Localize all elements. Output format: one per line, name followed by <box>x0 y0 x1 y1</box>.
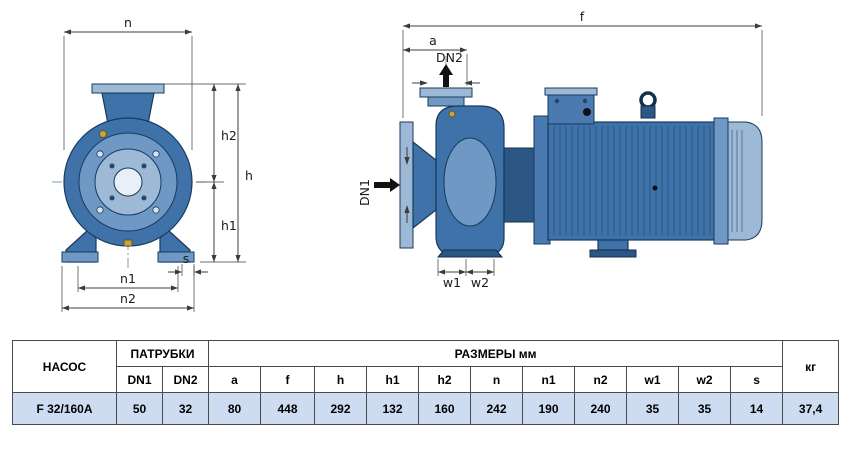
cell-dn2: 32 <box>161 392 210 425</box>
cell-h1: 132 <box>366 392 420 425</box>
header-sizes: РАЗМЕРЫ мм <box>208 340 784 367</box>
cell-h2: 160 <box>418 392 472 425</box>
dim-h: h <box>235 84 253 262</box>
side-casing-cover <box>443 137 497 227</box>
dim-w1: w1 <box>437 259 467 290</box>
subheader-dn2: DN2 <box>161 366 210 393</box>
fan-cover <box>727 121 763 241</box>
subheader-n2: n2 <box>574 366 628 393</box>
subheader-w1: w1 <box>626 366 680 393</box>
dim-label-h2: h2 <box>221 128 237 143</box>
cell-model: F 32/160A <box>12 392 117 425</box>
dim-a: a <box>403 33 468 86</box>
pump-side-view: f a DN2 DN1 <box>357 9 763 290</box>
motor-ribs <box>553 126 711 236</box>
cell-w1: 35 <box>626 392 680 425</box>
subheader-a: a <box>208 366 262 393</box>
cell-a: 80 <box>208 392 262 425</box>
subheader-n: n <box>470 366 524 393</box>
subheader-s: s <box>730 366 784 393</box>
subheader-f: f <box>260 366 316 393</box>
cell-dn1: 50 <box>116 392 163 425</box>
terminal-box <box>544 87 598 125</box>
header-ports: ПАТРУБКИ <box>115 340 210 367</box>
dn2-flow-arrow <box>439 64 453 75</box>
motor <box>533 87 763 258</box>
dim-label-dn2: DN2 <box>436 50 463 65</box>
header-pump: НАСОС <box>12 340 117 393</box>
table-data-row: F 32/160A 50 32 80 448 292 132 160 242 1… <box>12 392 840 425</box>
vent-plug <box>99 130 107 138</box>
dim-label-n2: n2 <box>120 291 136 306</box>
subheader-w2: w2 <box>678 366 732 393</box>
drain-hole <box>652 185 658 191</box>
discharge-flange <box>419 87 473 107</box>
motor-foot <box>589 239 637 258</box>
pump-front-view: n h2 h1 h <box>52 15 253 312</box>
cell-w2: 35 <box>678 392 732 425</box>
subheader-n1: n1 <box>522 366 576 393</box>
subheader-h1: h1 <box>366 366 420 393</box>
dim-n2: n2 <box>61 266 195 312</box>
subheader-h2: h2 <box>418 366 472 393</box>
cell-n1: 190 <box>522 392 576 425</box>
table-header-row-1: НАСОС ПАТРУБКИ РАЗМЕРЫ мм кг <box>12 340 840 393</box>
dim-label-n1: n1 <box>120 271 136 286</box>
cell-s: 14 <box>730 392 784 425</box>
cell-h: 292 <box>314 392 368 425</box>
dim-h1: h1 <box>200 182 246 263</box>
front-bolts <box>96 150 160 214</box>
cable-gland <box>583 108 591 116</box>
cell-f: 448 <box>260 392 316 425</box>
fan-cover-slots <box>731 130 743 232</box>
dim-label-w1: w1 <box>443 275 461 290</box>
pump-support-foot <box>436 249 504 258</box>
subheader-h: h <box>314 366 368 393</box>
dim-h2: h2 <box>160 83 246 183</box>
dim-label-h1: h1 <box>221 218 237 233</box>
motor-end-shield <box>713 117 729 245</box>
dim-n: n <box>63 15 193 150</box>
dim-dn2: DN2 <box>412 50 480 87</box>
dim-label-w2: w2 <box>471 275 489 290</box>
dim-f: f <box>402 9 763 118</box>
dim-label-s: s <box>183 251 190 266</box>
dim-label-a: a <box>429 33 437 48</box>
dim-n1: n1 <box>77 266 179 292</box>
dim-w2: w2 <box>466 259 495 290</box>
dn1-flow-arrow <box>374 182 390 188</box>
dim-label-dn1: DN1 <box>357 179 372 206</box>
spec-table: НАСОС ПАТРУБКИ РАЗМЕРЫ мм кг DN1 DN2 a f… <box>12 340 840 425</box>
dim-label-f: f <box>580 9 585 24</box>
header-weight: кг <box>782 340 840 393</box>
dim-dn1: DN1 <box>357 147 410 223</box>
lifting-eye <box>639 91 657 119</box>
dim-label-n: n <box>124 15 132 30</box>
front-discharge-flange <box>91 83 165 125</box>
bearing-bracket <box>503 147 539 223</box>
cell-weight: 37,4 <box>782 392 840 425</box>
side-vent-plug <box>448 110 456 118</box>
pump-drawings: n h2 h1 h <box>52 9 763 312</box>
dim-label-h: h <box>245 168 253 183</box>
inlet-flange <box>399 121 437 249</box>
cell-n2: 240 <box>574 392 628 425</box>
drain-plug <box>123 239 133 247</box>
table-header-row-2: DN1 DN2 a f h h1 h2 n n1 n2 w1 w2 s <box>13 366 839 393</box>
subheader-dn1: DN1 <box>116 366 163 393</box>
cell-n: 242 <box>470 392 524 425</box>
front-feet <box>61 229 195 263</box>
front-shaft-hub <box>113 167 143 197</box>
